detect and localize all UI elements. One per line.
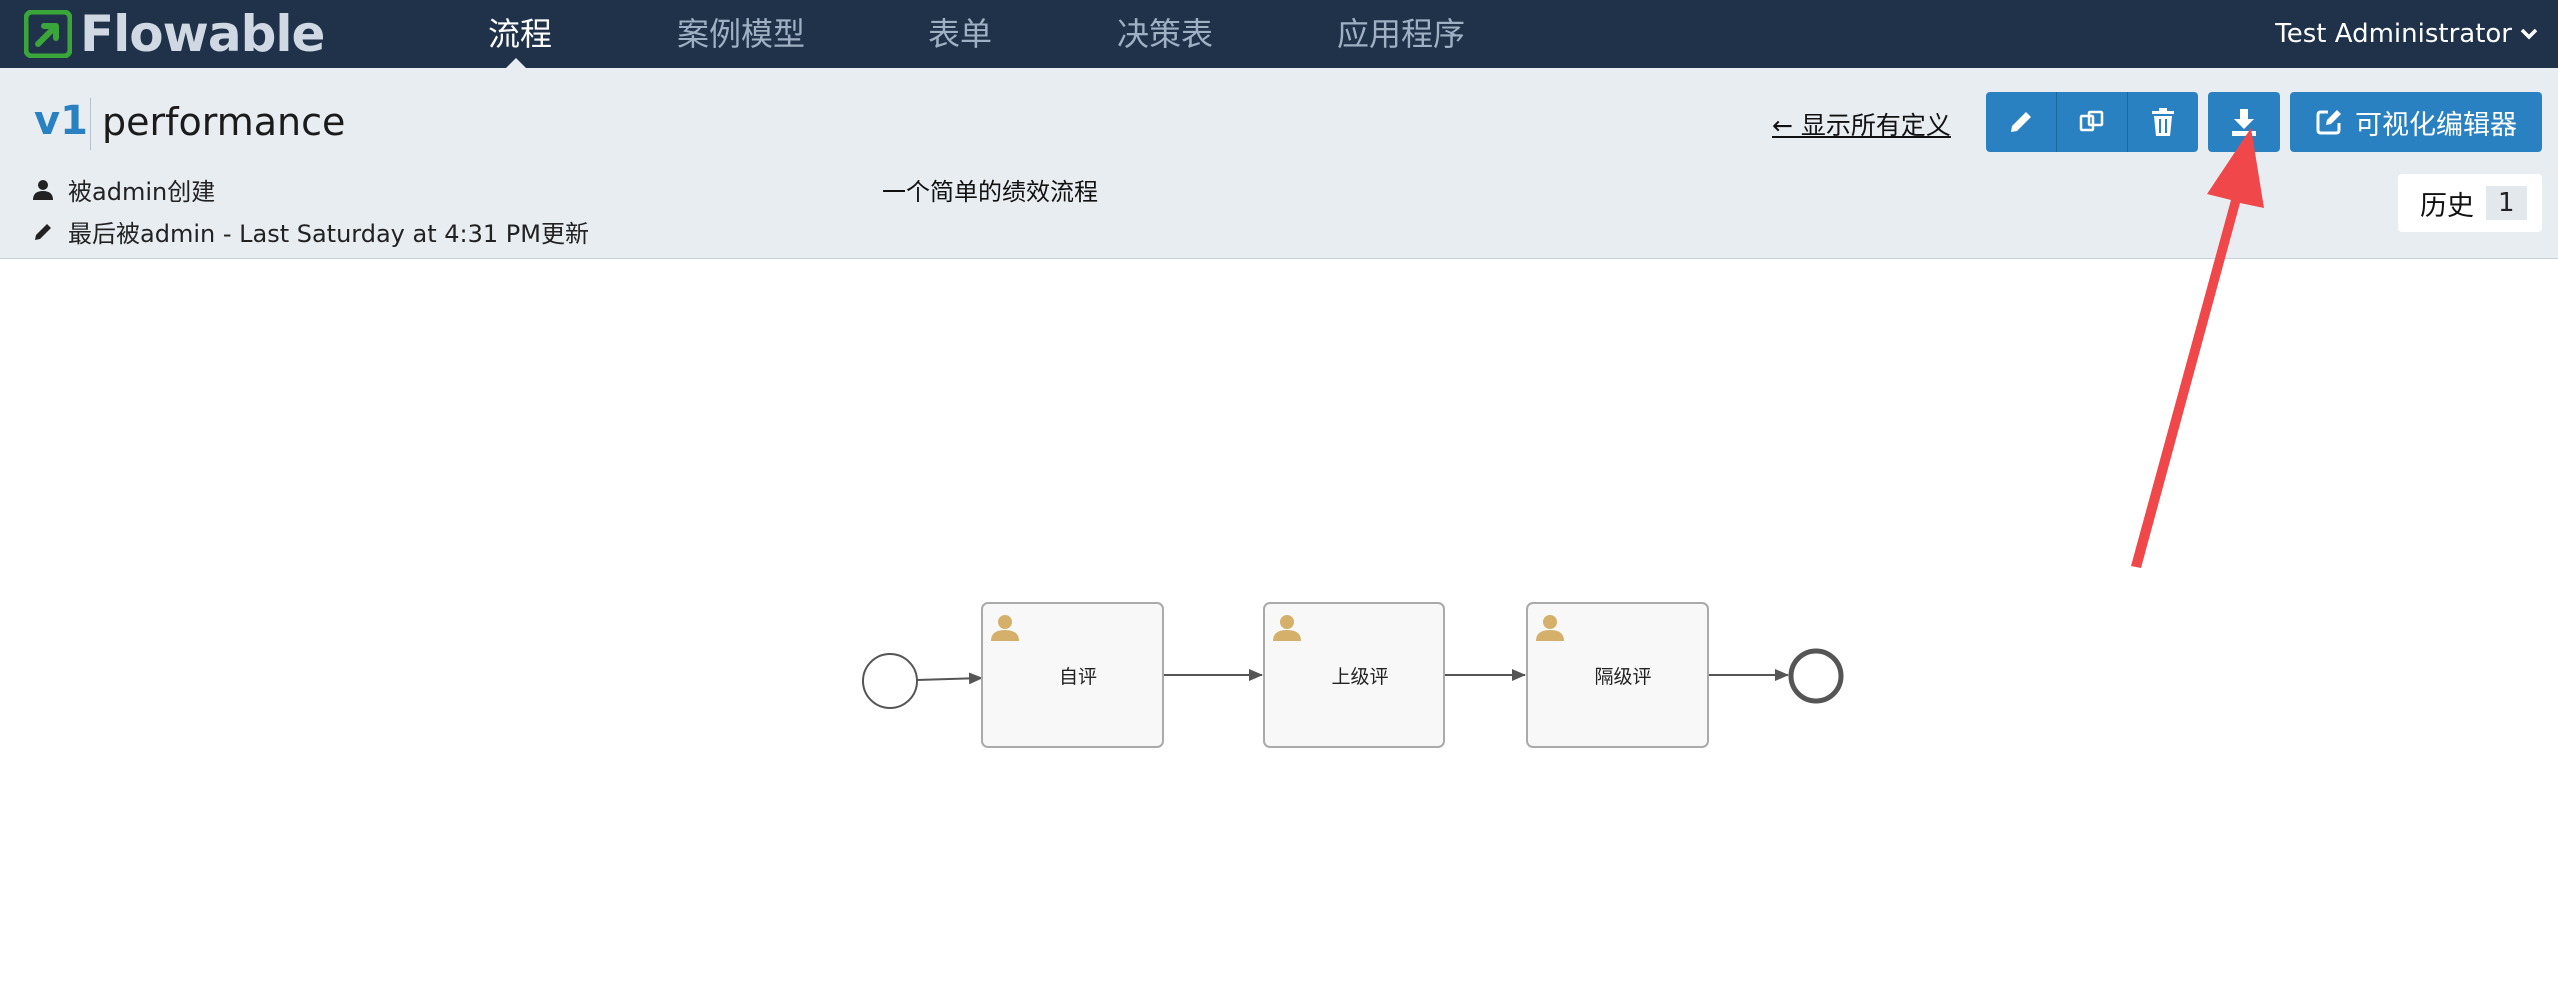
flowable-logo[interactable]: Flowable: [24, 5, 325, 63]
delete-button[interactable]: [2128, 92, 2198, 152]
chevron-down-icon: [2520, 28, 2538, 40]
pencil-icon: [2011, 112, 2031, 132]
user-task-manager-review[interactable]: 上级评: [1263, 602, 1445, 748]
show-all-definitions-link[interactable]: ← 显示所有定义: [1772, 111, 1951, 140]
user-name: Test Administrator: [2275, 19, 2512, 49]
sequence-flow[interactable]: [916, 672, 983, 685]
task-label: 上级评: [1331, 666, 1388, 688]
history-button[interactable]: 历史 1: [2398, 174, 2542, 232]
task-label: 自评: [1059, 666, 1097, 688]
nav-tab-decision-tables[interactable]: 决策表: [1117, 15, 1214, 53]
visual-editor-button[interactable]: 可视化编辑器: [2290, 92, 2542, 152]
start-event[interactable]: [862, 653, 918, 709]
created-by-text: 被admin创建: [68, 178, 216, 206]
version-separator: [90, 98, 91, 150]
task-label: 隔级评: [1594, 666, 1651, 688]
top-navigation-bar: Flowable 流程 案例模型 表单 决策表 应用程序 Test Admini…: [0, 0, 2558, 69]
version-label: v1: [34, 98, 88, 144]
copy-button[interactable]: [2057, 92, 2128, 152]
user-task-skip-level-review[interactable]: 隔级评: [1526, 602, 1709, 748]
definition-actions: [1986, 92, 2198, 152]
edit-button[interactable]: [1986, 92, 2057, 152]
logo-text: Flowable: [80, 5, 325, 63]
user-menu[interactable]: Test Administrator: [2275, 0, 2538, 68]
history-count-badge: 1: [2486, 186, 2527, 220]
updated-by-text: 最后被admin - Last Saturday at 4:31 PM更新: [68, 220, 589, 248]
updated-by-row: 最后被admin - Last Saturday at 4:31 PM更新: [32, 214, 589, 249]
page-title: performance: [102, 100, 346, 144]
created-by-row: 被admin创建: [32, 172, 215, 207]
copy-icon: [2079, 110, 2104, 132]
download-button[interactable]: [2208, 92, 2280, 152]
nav-tab-forms[interactable]: 表单: [928, 15, 993, 53]
user-icon: [33, 179, 53, 200]
nav-tab-case-models[interactable]: 案例模型: [677, 15, 806, 53]
pencil-icon: [35, 223, 51, 240]
download-icon: [2232, 109, 2256, 136]
nav-tab-apps[interactable]: 应用程序: [1337, 15, 1466, 53]
end-event[interactable]: [1788, 648, 1844, 704]
process-description: 一个简单的绩效流程: [882, 178, 1098, 206]
definition-header: v1 performance 被admin创建 最后被admin - Last …: [0, 68, 2558, 259]
trash-icon: [2152, 108, 2174, 136]
process-diagram: 自评 上级评 隔级评: [862, 602, 1844, 748]
edit-square-icon: [2316, 110, 2341, 135]
visual-editor-label: 可视化编辑器: [2355, 109, 2517, 141]
active-tab-indicator: [505, 58, 527, 69]
user-task-self-review[interactable]: 自评: [981, 602, 1164, 748]
nav-tab-process[interactable]: 流程: [488, 15, 553, 53]
logo-mark-icon: [24, 10, 72, 58]
history-label: 历史: [2420, 190, 2474, 222]
